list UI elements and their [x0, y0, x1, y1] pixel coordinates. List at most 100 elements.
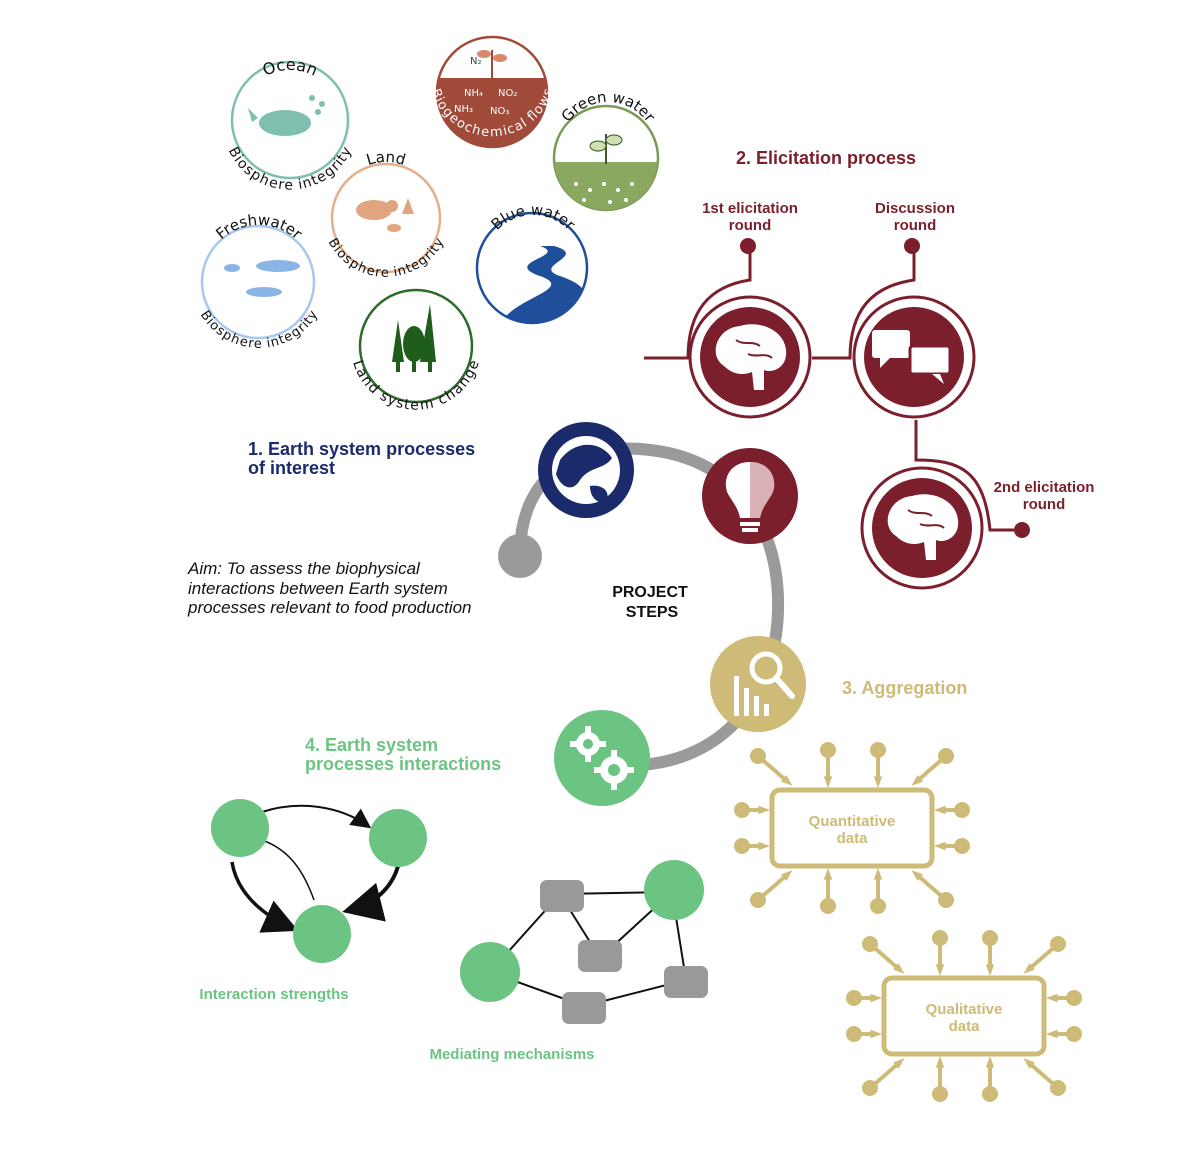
qualitative-data-box: Qualitative data — [881, 975, 1047, 1057]
bear-icon — [356, 200, 398, 220]
aim-line2: interactions between Earth system — [188, 579, 448, 598]
input-pin-arrowhead — [873, 868, 883, 880]
input-pin-dot — [1066, 1026, 1082, 1042]
input-pin-arrowhead — [985, 964, 995, 976]
bulb-brain-icon — [725, 462, 775, 532]
input-pin-arrowhead — [911, 775, 923, 786]
nh3-label: NH₃ — [454, 104, 473, 115]
step3-heading: 3. Aggregation — [842, 678, 967, 698]
elicitation-flow — [644, 250, 1014, 590]
biogeochemical-circle: N₂ NH₄ NO₂ NH₃ NO₃ Biogeochemical flows — [428, 35, 556, 149]
trees-icon — [392, 304, 436, 372]
step4-heading-line2: processes interactions — [305, 754, 501, 774]
round1-label-line2: round — [729, 217, 772, 234]
input-pin-dot — [750, 892, 766, 908]
input-pin-dot — [932, 1086, 948, 1102]
quantitative-input-arrows — [734, 742, 970, 914]
input-pin-arrowhead — [1023, 963, 1035, 974]
quantitative-label-line2: data — [837, 830, 869, 847]
input-pin-dot — [932, 930, 948, 946]
input-pin-dot — [870, 742, 886, 758]
input-pin-arrowhead — [934, 841, 946, 851]
input-pin-arrowhead — [935, 964, 945, 976]
globe-node — [538, 422, 634, 518]
graph-node-a — [211, 799, 269, 857]
freshwater-biosphere-circle: Freshwater Biosphere integrity — [197, 211, 321, 352]
blue-water-circle: Blue water — [475, 201, 589, 325]
input-pin-dot — [870, 898, 886, 914]
round2-label-line2: round — [1023, 496, 1066, 513]
input-pin-dot — [862, 1080, 878, 1096]
mechanism-box-3 — [562, 992, 606, 1024]
mechanism-box-1 — [540, 880, 584, 912]
input-pin-arrowhead — [893, 1058, 905, 1069]
step2-heading: 2. Elicitation process — [736, 148, 916, 168]
input-pin-dot — [750, 748, 766, 764]
ring-start-dot — [498, 534, 542, 578]
qualitative-input-arrows — [846, 930, 1082, 1102]
river-icon — [500, 246, 585, 323]
mechanism-node-right — [644, 860, 704, 920]
round1-dot — [740, 238, 756, 254]
brain-icon-round2 — [887, 494, 959, 560]
mechanism-node-left — [460, 942, 520, 1002]
input-pin-arrowhead — [870, 993, 882, 1003]
input-pin-arrowhead — [934, 805, 946, 815]
whale-icon — [248, 95, 325, 136]
discussion-label-line2: round — [894, 217, 937, 234]
mediating-mechanisms-label: Mediating mechanisms — [429, 1046, 594, 1063]
step1-heading-line1: 1. Earth system processes — [248, 439, 475, 459]
graph-node-c — [293, 905, 351, 963]
mechanism-box-2 — [578, 940, 622, 972]
input-pin-dot — [820, 898, 836, 914]
discussion-dot — [904, 238, 920, 254]
project-steps-line2: STEPS — [626, 604, 679, 621]
input-pin-arrowhead — [873, 776, 883, 788]
input-pin-arrowhead — [758, 841, 770, 851]
brain-icon — [715, 324, 787, 390]
input-pin-dot — [1050, 1080, 1066, 1096]
deer-icon — [387, 198, 414, 232]
sprout-icon — [477, 50, 507, 78]
input-pin-arrowhead — [781, 870, 793, 881]
input-pin-dot — [846, 1026, 862, 1042]
input-pin-arrowhead — [1046, 1029, 1058, 1039]
project-steps-line1: PROJECT — [612, 584, 688, 601]
input-pin-arrowhead — [985, 1056, 995, 1068]
step4-heading-line1: 4. Earth system — [305, 735, 438, 755]
qualitative-label-line1: Qualitative — [926, 1001, 1003, 1018]
input-pin-dot — [1050, 936, 1066, 952]
input-pin-dot — [734, 802, 750, 818]
mechanism-box-4 — [664, 966, 708, 998]
input-pin-dot — [982, 1086, 998, 1102]
aggregation-node — [710, 636, 806, 732]
bulb-brain-node — [702, 448, 798, 544]
chat-bubbles-icon — [872, 330, 952, 384]
graph-node-b — [369, 809, 427, 867]
interaction-strengths-graph — [211, 799, 427, 963]
plant-icon — [589, 134, 623, 164]
input-pin-dot — [954, 838, 970, 854]
land-title: Land — [364, 148, 407, 169]
input-pin-arrowhead — [1023, 1058, 1035, 1069]
input-pin-dot — [938, 748, 954, 764]
input-pin-arrowhead — [823, 868, 833, 880]
input-pin-dot — [846, 990, 862, 1006]
aim-line1: Aim: To assess the biophysical — [187, 559, 421, 578]
aim-line3: processes relevant to food production — [187, 598, 472, 617]
magnifier-chart-icon — [734, 651, 795, 716]
input-pin-arrowhead — [911, 870, 923, 881]
input-pin-dot — [734, 838, 750, 854]
ocean-biosphere-circle: Ocean Biosphere integrity — [225, 55, 355, 194]
round2-dot — [1014, 522, 1030, 538]
quantitative-data-box: Quantitative data — [769, 787, 935, 869]
step1-heading-line2: of interest — [248, 458, 335, 478]
input-pin-arrowhead — [823, 776, 833, 788]
mediating-mechanisms-graph — [460, 860, 708, 1024]
interaction-strengths-label: Interaction strengths — [199, 986, 348, 1003]
green-water-circle: Green water — [552, 88, 660, 212]
n2-label: N₂ — [470, 56, 482, 67]
input-pin-arrowhead — [758, 805, 770, 815]
gears-icon — [570, 726, 634, 790]
